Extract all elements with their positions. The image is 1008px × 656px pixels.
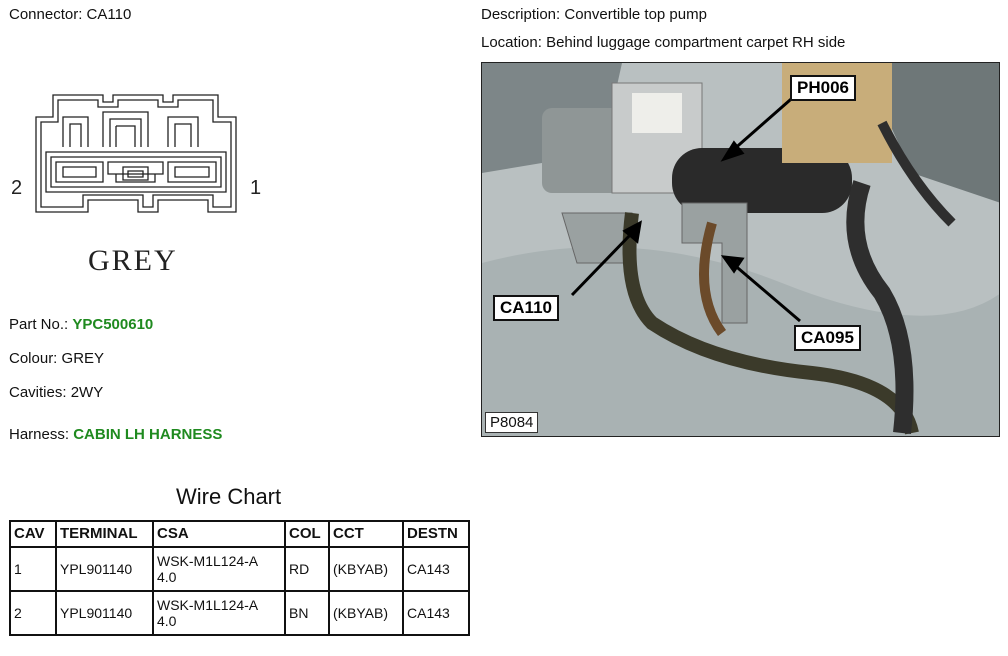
harness: Harness: CABIN LH HARNESS xyxy=(9,426,223,443)
description-value: Convertible top pump xyxy=(564,6,707,23)
cell-cav: 2 xyxy=(9,590,57,636)
cavities-value: 2WY xyxy=(70,384,104,401)
location-value: Behind luggage compartment carpet RH sid… xyxy=(546,34,846,51)
connector-label: Connector: CA110 xyxy=(9,6,132,23)
cell-cav: 1 xyxy=(9,546,57,592)
cell-terminal: YPL901140 xyxy=(55,546,154,592)
location-label: Location: Behind luggage compartment car… xyxy=(481,34,846,51)
header-csa: CSA xyxy=(152,520,286,548)
location-photo: PH006 CA110 CA095 P8084 xyxy=(481,62,1000,437)
cell-col: RD xyxy=(284,546,330,592)
table-row: 2 YPL901140 WSK-M1L124-A 4.0 BN (KBYAB) … xyxy=(9,590,470,636)
photo-id: P8084 xyxy=(485,412,539,433)
header-col: COL xyxy=(284,520,330,548)
description-label: Description: Convertible top pump xyxy=(481,6,707,23)
cell-cct: (KBYAB) xyxy=(328,590,404,636)
pin-1-label: 1 xyxy=(250,177,261,199)
colour-value: GREY xyxy=(61,350,105,367)
location-photo-illustration xyxy=(482,63,999,436)
table-header-row: CAV TERMINAL CSA COL CCT DESTN xyxy=(9,520,470,548)
cell-col: BN xyxy=(284,590,330,636)
cell-destn: CA143 xyxy=(402,546,470,592)
connector-face-diagram: 2 1 GREY xyxy=(11,94,261,277)
header-cct: CCT xyxy=(328,520,404,548)
callout-ca095: CA095 xyxy=(794,325,861,351)
cavities: Cavities: 2WY xyxy=(9,384,104,401)
header-destn: DESTN xyxy=(402,520,470,548)
diagram-colour-text: GREY xyxy=(88,244,178,277)
callout-ph006: PH006 xyxy=(790,75,856,101)
part-no-link[interactable]: YPC500610 xyxy=(72,316,154,333)
header-cav: CAV xyxy=(9,520,57,548)
callout-ca110: CA110 xyxy=(493,295,559,321)
header-terminal: TERMINAL xyxy=(55,520,154,548)
harness-link[interactable]: CABIN LH HARNESS xyxy=(73,426,223,443)
cell-cct: (KBYAB) xyxy=(328,546,404,592)
wire-chart-table: CAV TERMINAL CSA COL CCT DESTN 1 YPL9011… xyxy=(9,520,470,636)
cell-terminal: YPL901140 xyxy=(55,590,154,636)
pin-2-label: 2 xyxy=(11,177,22,199)
cell-destn: CA143 xyxy=(402,590,470,636)
wire-chart-title: Wire Chart xyxy=(176,484,282,509)
connector-id: CA110 xyxy=(86,6,132,23)
cell-csa: WSK-M1L124-A 4.0 xyxy=(152,546,286,592)
colour: Colour: GREY xyxy=(9,350,105,367)
part-no: Part No.: YPC500610 xyxy=(9,316,154,333)
table-row: 1 YPL901140 WSK-M1L124-A 4.0 RD (KBYAB) … xyxy=(9,546,470,592)
cell-csa: WSK-M1L124-A 4.0 xyxy=(152,590,286,636)
